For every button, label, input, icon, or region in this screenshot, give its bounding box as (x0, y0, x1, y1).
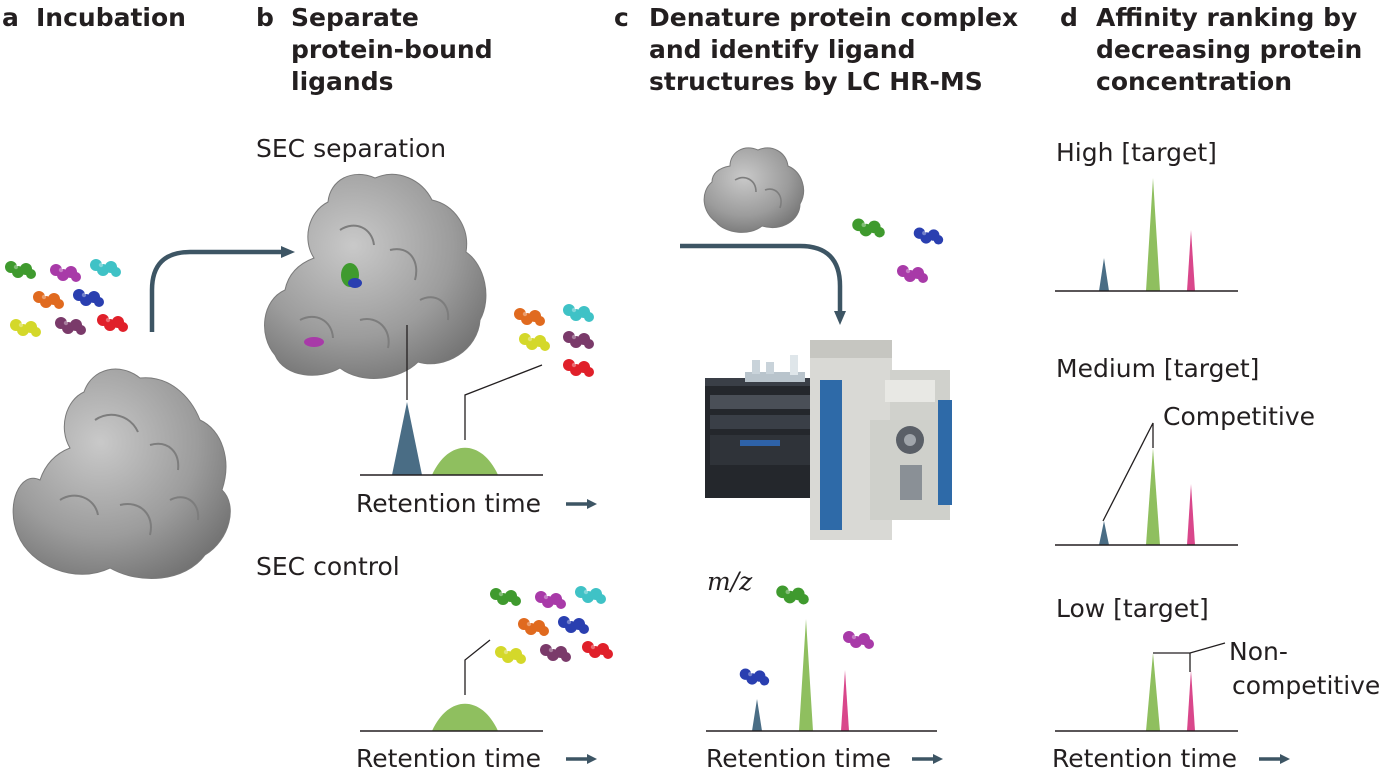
chromatogram-high-target (1055, 178, 1238, 292)
peak-green-ligand (799, 619, 813, 731)
ligand-blue (73, 289, 104, 307)
ligand-cyan (563, 304, 594, 322)
leader-ligands-to-peak (464, 364, 543, 440)
panel-c-title-line1: Denature protein complex (649, 3, 1018, 32)
panel-b-letter: b (256, 3, 274, 32)
peak-pink (1187, 484, 1195, 545)
competitive-label: Competitive (1163, 402, 1315, 431)
axis-label-d: Retention time (1052, 744, 1237, 770)
ligand-blue (913, 227, 944, 245)
panel-b-heading: b Separate protein-bound ligands (256, 3, 493, 96)
ligand-red (97, 314, 128, 332)
peak-control-ligands (432, 703, 498, 731)
peak-blue-ligand (752, 699, 762, 731)
flow-arrow-a-to-b (149, 246, 295, 332)
panel-c-title-line3: structures by LC HR-MS (649, 67, 983, 96)
ligand-cyan (575, 586, 606, 604)
ligand-red (563, 359, 594, 377)
noncompetitive-label-line2: competitive (1232, 671, 1380, 700)
panel-d-letter: d (1060, 3, 1078, 32)
peak-green (1146, 653, 1160, 731)
protein-ligand-complex-b (264, 173, 487, 379)
ligand-magenta (50, 264, 81, 282)
peak-blue (1099, 521, 1109, 545)
ligand-plum (55, 317, 86, 335)
sec-separation-label: SEC separation (256, 134, 446, 163)
denatured-protein-c (703, 147, 804, 233)
chromatogram-lc-hrms (706, 619, 937, 732)
panel-c-title-line2: and identify ligand (649, 35, 915, 64)
ligand-yellow (495, 646, 526, 664)
panel-c-heading: c Denature protein complex and identify … (614, 3, 1018, 96)
peak-blue (1099, 258, 1109, 291)
panel-a-title: Incubation (36, 3, 186, 32)
axis-label-c: Retention time (706, 744, 891, 770)
panel-d-title-line3: concentration (1096, 67, 1292, 96)
ligand-orange (518, 618, 549, 636)
ligand-plum (563, 331, 594, 349)
peak-pink (1187, 230, 1195, 291)
panel-c-letter: c (614, 3, 629, 32)
peak-green (1146, 178, 1160, 291)
panel-d-title-line1: Affinity ranking by (1096, 3, 1357, 32)
ligand-cyan (90, 259, 121, 277)
flow-arrow-to-instrument (680, 243, 846, 325)
leader-competitive (1102, 422, 1154, 522)
ligands-control (490, 586, 613, 664)
peak-magenta-ligand (841, 670, 849, 731)
peak-green (1146, 448, 1160, 545)
medium-target-label: Medium [target] (1056, 354, 1259, 383)
noncompetitive-label-line1: Non- (1229, 637, 1288, 666)
ligand-plum (540, 644, 571, 662)
peak-unbound-ligands (432, 447, 498, 475)
ligand-green (776, 585, 809, 605)
lc-hrms-instrument (705, 340, 952, 540)
ligand-blue (558, 616, 589, 634)
ligand-mixture-a (5, 259, 128, 337)
ligand-magenta (843, 631, 874, 649)
chromatogram-sec-separation (360, 402, 543, 476)
ligand-green (5, 261, 36, 279)
leader-noncompetitive-a (1153, 642, 1226, 654)
high-target-label: High [target] (1056, 138, 1217, 167)
ligand-magenta (897, 265, 928, 283)
ligand-orange (33, 291, 64, 309)
panel-b-title-line2: protein-bound (291, 35, 493, 64)
panel-d-heading: d Affinity ranking by decreasing protein… (1060, 3, 1362, 96)
ligand-yellow (10, 319, 41, 337)
sec-control-label: SEC control (256, 552, 400, 581)
panel-b-title-line1: Separate (291, 3, 419, 32)
panel-b-title-line3: ligands (291, 67, 393, 96)
ligand-red (582, 641, 613, 659)
ligand-blue (739, 668, 770, 686)
ligand-magenta (535, 591, 566, 609)
ligand-yellow (519, 333, 550, 351)
chromatogram-low-target (1055, 653, 1238, 732)
chromatogram-medium-target (1055, 448, 1238, 546)
released-ligands (852, 218, 944, 283)
ligand-orange (514, 308, 545, 326)
panel-a-letter: a (2, 3, 19, 32)
axis-label-b-separation: Retention time (356, 489, 541, 518)
ligand-green (490, 588, 521, 606)
unbound-ligands-separation (514, 304, 594, 377)
panel-a-heading: a Incubation (2, 3, 186, 32)
panel-d-title-line2: decreasing protein (1096, 35, 1362, 64)
ms-peak-ligands (739, 585, 874, 686)
mz-label: m/z (707, 567, 753, 596)
axis-label-b-control: Retention time (356, 744, 541, 770)
chromatogram-sec-control (360, 703, 543, 732)
low-target-label: Low [target] (1056, 594, 1209, 623)
ligand-green (852, 218, 885, 238)
leader-control-ligands (464, 639, 491, 695)
peak-protein-complex (392, 402, 422, 475)
peak-pink (1187, 670, 1195, 731)
protein-a (12, 368, 231, 579)
